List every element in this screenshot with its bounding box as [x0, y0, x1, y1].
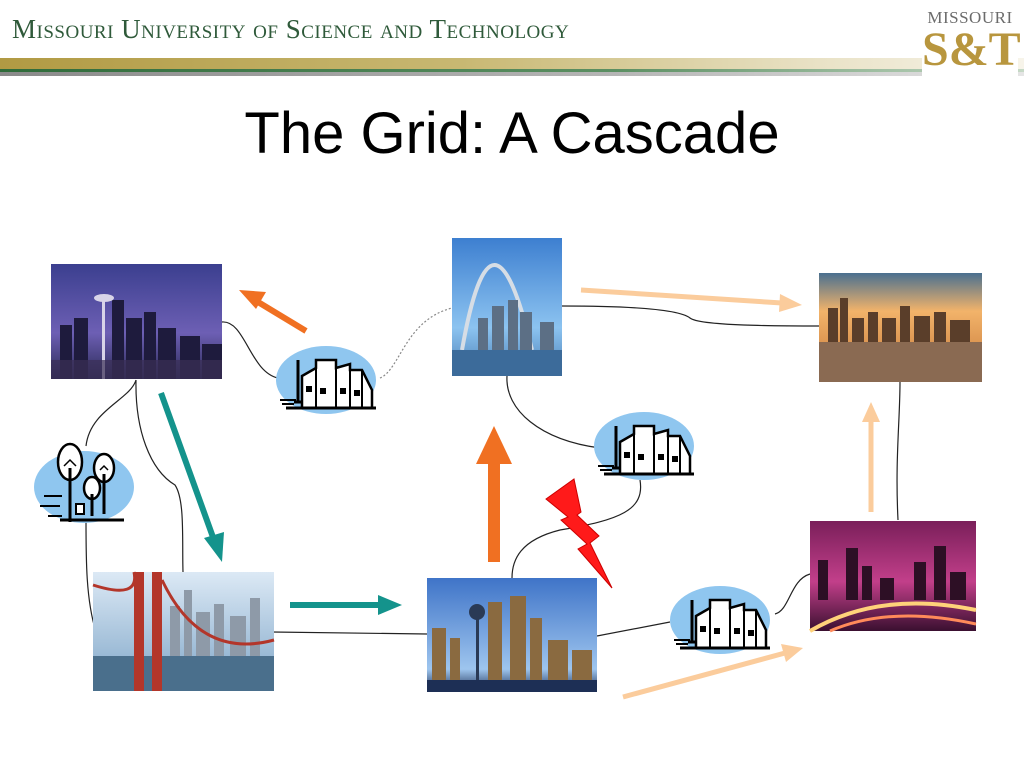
- new-york-skyline: [819, 273, 982, 382]
- atlanta-night-skyline: [808, 521, 977, 633]
- seattle-skyline: [51, 264, 222, 379]
- line-seattle-tree: [85, 379, 137, 447]
- plant-near-st-louis: [592, 410, 696, 482]
- header-gold-stripe: [0, 58, 1024, 69]
- plant-near-atlanta: [668, 584, 772, 656]
- teal-arrow-seattle-to-sf: [158, 391, 224, 562]
- san-francisco-golden-gate: [92, 571, 275, 691]
- teal-arrow-sf-to-dallas: [290, 595, 402, 615]
- lightning-bolt-icon: [545, 478, 613, 589]
- line-plant2-dallas: [511, 479, 642, 579]
- slide-header: Missouri University of Science and Techn…: [0, 0, 1024, 88]
- orange-arrow-to-seattle: [239, 290, 308, 334]
- peach-arrow-atlanta-to-newyork: [862, 402, 880, 512]
- slide-title: The Grid: A Cascade: [244, 101, 780, 166]
- header-green-stripe: [0, 69, 1024, 72]
- header-gray-stripe: [0, 72, 1024, 76]
- plant-near-seattle: [274, 344, 378, 416]
- line-plant-stlouis: [379, 307, 453, 379]
- line-stlouis-newyork: [561, 305, 821, 327]
- peach-arrow-to-atlanta: [622, 644, 803, 700]
- university-name: Missouri University of Science and Techn…: [12, 14, 570, 44]
- line-newyork-atlanta: [896, 381, 901, 521]
- line-stlouis-plant2: [506, 375, 601, 449]
- logo-missouri-text: MISSOURI: [927, 8, 1013, 27]
- st-louis-arch: [452, 238, 562, 376]
- tree-park-icon: [34, 442, 134, 523]
- line-seattle-plant: [221, 321, 279, 379]
- logo-st-text: S&T: [922, 23, 1021, 76]
- dallas-skyline: [427, 578, 597, 692]
- line-seattle-sf-a: [135, 379, 184, 573]
- line-sf-dallas: [271, 631, 428, 635]
- header-band: [0, 58, 1024, 76]
- line-plant3-atlanta: [774, 573, 811, 615]
- peach-arrow-stlouis-to-newyork: [580, 287, 802, 312]
- cascade-arrows: [158, 287, 880, 700]
- line-dallas-plant3: [596, 621, 671, 637]
- orange-arrow-dallas-to-stlouis: [476, 426, 512, 562]
- mst-logo: MISSOURI S&T: [922, 6, 1021, 84]
